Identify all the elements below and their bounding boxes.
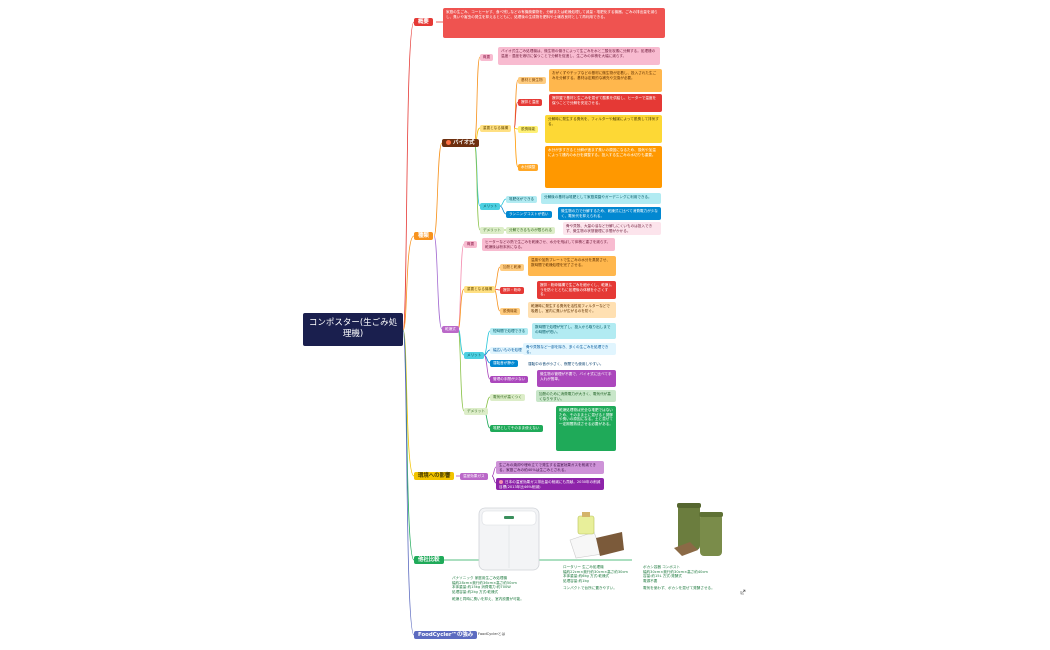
product-info: ボカシ容器 コンポスト 幅約30cm×奥行約30cm×高さ約40cm 容量:約1… [643,565,741,617]
dry-demerit-item-text: 加熱のために消費電力が大きく、電気代が高くなりやすい。 [536,390,616,402]
dry-demerit-item-tag[interactable]: 堆肥としてそのまま使えない [490,425,543,432]
product-info: ロータリー 生ごみ処理機 幅約22cm×奥行約30cm×高さ約30cm 本体重量… [563,565,635,615]
branch-foodcycler[interactable]: FoodCycler™の強み [414,631,478,639]
bio-part-tag[interactable]: 基材と微生物 [518,77,546,84]
product-name: ボカシ容器 コンポスト [643,565,681,569]
bio-overview-tag[interactable]: 概要 [480,54,494,61]
bio-part-text: おがくずやチップなどの基材に微生物が定着し、投入された生ごみを分解する。基材は定… [549,69,662,92]
product-spec: 幅約28cm×奥行約36cm×高さ約50cm [452,580,517,585]
dry-overview-tag[interactable]: 概要 [464,241,478,248]
product-spec: 本体重量:約6kg 方式:乾燥式 [563,574,610,579]
product-spec: 容量:約15L 方式:発酵式 [643,574,682,579]
branch-comparison[interactable]: 他社比較 [414,556,444,564]
dry-merit-item-tag[interactable]: 短時間で処理できる [490,328,529,335]
product-spec: 本体重量:約15kg 消費電力:約700W [452,585,511,590]
bio-merit-item-tag[interactable]: 堆肥化ができる [506,196,538,203]
product-spec: 処理容量:約1kg [563,578,589,583]
bio-demerit-tag[interactable]: デメリット [480,227,504,234]
bio-part-text: 攪拌翼で基材と生ごみを混ぜて酸素を供給し、ヒーターで温度を保つことで分解を安定さ… [549,94,662,112]
dryer-machine-icon [478,507,540,571]
compost-bag-icon [569,512,624,559]
dry-merit-item-tag[interactable]: 幅広いものを処理 [490,347,525,354]
dry-demerit-item-text: 乾燥処理物は完全な堆肥ではないため、そのまま土に混ぜると発酵や臭いの原因になる。… [556,406,616,451]
product-name: パナソニック 家庭用生ごみ処理機 [452,576,508,580]
dry-overview-text: ヒーターなどの熱で生ごみを乾燥させ、水分を飛ばして体積と重さを減らす。乾燥後は粉… [482,238,615,251]
external-link-icon[interactable] [740,589,746,595]
bio-merit-item-text: 微生物の力で分解するため、乾燥式に比べて消費電力が少なく、電気代を抑えられる。 [558,207,661,220]
root-node[interactable]: コンポスター(生ごみ処理機) [303,313,403,346]
dry-merit-item-text: 骨や貝殻など一部を除き、多くの生ごみを処理できる。 [523,343,616,355]
dry-type-node[interactable]: 乾燥式 [442,326,459,333]
overview-text: 家庭の生ごみ、コーヒーかす、食べ残しなどの有機廃棄物を、分解または乾燥処理して減… [443,8,665,38]
bio-part-tag[interactable]: 水分調整 [518,164,539,171]
dry-merit-item-tag[interactable]: 運転音が静か [490,360,518,367]
dry-merit-item-text: 運転中の音が小さく、夜間でも使用しやすい。 [525,360,615,367]
product-image [474,505,544,573]
product-image [672,500,728,560]
dry-part-text: 温風や加熱プレートで生ごみの水分を蒸発させ、数時間で乾燥処理を完了させる。 [528,256,616,276]
bio-part-tag[interactable]: 脱臭機能 [518,126,539,133]
bio-overview-text: バイオ式生ごみ処理機は、微生物の働きによって生ごみを水と二酸化炭素に分解する。処… [498,47,660,65]
bio-merit-item-tag[interactable]: ランニングコストが低い [506,211,552,218]
dry-merit-item-text: 数時間で処理が完了し、投入から取り出しまでの時間が短い。 [532,323,616,339]
dry-part-text: 乾燥時に発生する臭気を活性炭フィルターなどで吸着し、室内に臭いが広がるのを防ぐ。 [528,302,616,318]
env-note: 日本の温室効果ガス排出量の削減にも貢献。2030年の削減目標(2013年比46%… [496,478,604,490]
env-tag[interactable]: 温室効果ガス [460,473,488,480]
dry-parts-tag[interactable]: 重要となる機構 [464,286,496,293]
bio-label: バイオ式 [453,140,475,146]
bio-demerit-item-tag[interactable]: 分解できるものが限られる [506,227,556,234]
dry-merit-item-tag[interactable]: 管理の手間が少ない [490,376,529,383]
dry-merit-item-text: 微生物の管理が不要で、バイオ式に比べて手入れが簡単。 [537,370,616,387]
product-note: コンパクトで台所に置きやすい。 [563,586,617,591]
dry-part-tag[interactable]: 脱臭機能 [500,308,521,315]
foodcycler-text: FoodCyclerとは [478,632,506,636]
branch-overview[interactable]: 概要 [414,18,433,26]
bio-merit-tag[interactable]: メリット [480,203,501,210]
product-note: 乾燥と同時に臭いを抑え、室内設置が可能。 [452,597,524,602]
bio-icon [446,140,451,145]
dry-demerit-item-tag[interactable]: 電気代が高くつく [490,394,525,401]
bio-part-tag[interactable]: 攪拌と温度 [518,99,542,106]
product-info: パナソニック 家庭用生ごみ処理機 幅約28cm×奥行約36cm×高さ約50cm … [452,576,562,622]
dry-part-tag[interactable]: 加熱と乾燥 [500,264,524,271]
product-spec: 幅約30cm×奥行約30cm×高さ約40cm [643,569,708,574]
bio-parts-tag[interactable]: 重要となる機構 [480,125,512,132]
product-spec: 幅約22cm×奥行約30cm×高さ約30cm [563,569,628,574]
product-image [566,510,626,560]
product-note: 電気を使わず、ボカシを混ぜて発酵させる。 [643,586,715,591]
product-name: ロータリー 生ごみ処理機 [563,565,604,569]
dry-part-text: 攪拌・粉砕機構で生ごみを細かくし、乾燥ムラを防ぐとともに処理後の体積を小さくする… [537,281,616,299]
branch-environment[interactable]: 環境への影響 [414,472,455,480]
dry-merit-tag[interactable]: メリット [464,352,485,359]
bio-type-node[interactable]: バイオ式 [442,139,479,147]
bio-merit-item-text: 分解後の基材は堆肥として家庭菜園やガーデニングに利用できる。 [541,193,661,204]
product-spec: 処理容量:約2kg 方式:乾燥式 [452,589,499,594]
product-spec: 電源不要 [643,578,658,583]
dry-part-tag[interactable]: 攪拌・粉砕 [500,287,524,294]
bio-demerit-item-text: 骨や貝殻、大量の油など分解しにくいものは投入できず、微生物の状態管理に手間がかか… [563,222,661,235]
bullet-icon [499,480,503,484]
env-text: 生ごみの焼却や埋め立てで発生する温室効果ガスを削減できる。家庭ごみの約40%は生… [496,461,604,474]
bokashi-bins-icon [674,503,723,556]
bio-part-text: 分解時に発生する臭気を、フィルターや触媒によって脱臭して排気する。 [545,115,662,143]
branch-types[interactable]: 種類 [414,232,433,240]
env-note-text: 日本の温室効果ガス排出量の削減にも貢献。2030年の削減目標(2013年比46%… [499,480,601,489]
bio-part-text: 水分が多すぎると分解が進まず臭いの原因になるため、換気や加温によって槽内の水分を… [545,146,662,188]
dry-demerit-tag[interactable]: デメリット [464,408,488,415]
